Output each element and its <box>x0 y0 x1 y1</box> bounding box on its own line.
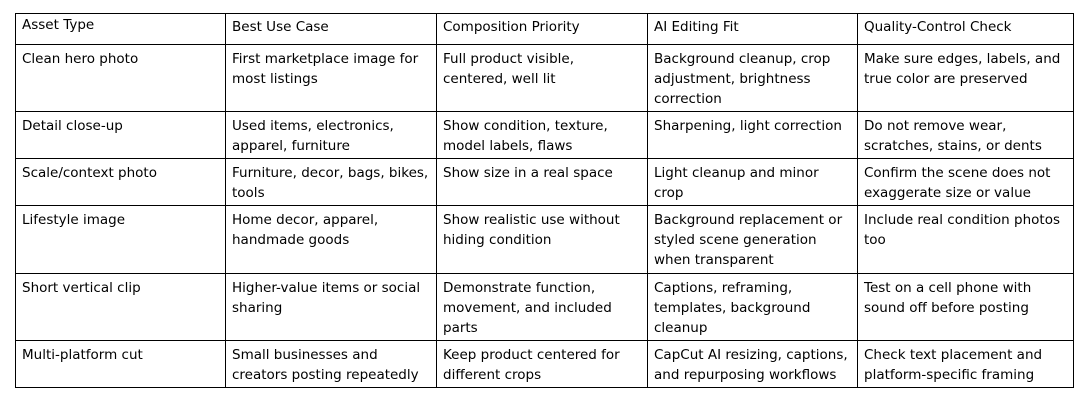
cell-ai-editing-fit: Background cleanup, crop adjustment, bri… <box>647 44 858 112</box>
cell-asset-type: Multi-platform cut <box>15 340 226 388</box>
cell-best-use-case: Higher-value items or social sharing <box>225 273 437 341</box>
cell-quality-control-check: Test on a cell phone with sound off befo… <box>857 273 1074 341</box>
cell-quality-control-check: Confirm the scene does not exaggerate si… <box>857 158 1074 206</box>
cell-quality-control-check: Do not remove wear, scratches, stains, o… <box>857 111 1074 159</box>
table-row: Multi-platform cut Small businesses and … <box>15 340 1074 388</box>
cell-asset-type: Scale/context photo <box>15 158 226 206</box>
header-best-use-case: Best Use Case <box>225 13 437 45</box>
table-row: Lifestyle image Home decor, apparel, han… <box>15 205 1074 274</box>
header-composition-priority: Composition Priority <box>436 13 648 45</box>
cell-asset-type: Detail close-up <box>15 111 226 159</box>
table-row: Clean hero photo First marketplace image… <box>15 44 1074 112</box>
cell-quality-control-check: Make sure edges, labels, and true color … <box>857 44 1074 112</box>
cell-composition-priority: Full product visible, centered, well lit <box>436 44 648 112</box>
cell-asset-type: Lifestyle image <box>15 205 226 274</box>
header-quality-control-check: Quality-Control Check <box>857 13 1074 45</box>
cell-ai-editing-fit: CapCut AI resizing, captions, and repurp… <box>647 340 858 388</box>
cell-best-use-case: Used items, electronics, apparel, furnit… <box>225 111 437 159</box>
cell-ai-editing-fit: Light cleanup and minor crop <box>647 158 858 206</box>
cell-ai-editing-fit: Captions, reframing, templates, backgrou… <box>647 273 858 341</box>
table-row: Detail close-up Used items, electronics,… <box>15 111 1074 159</box>
asset-comparison-table: Asset Type Best Use Case Composition Pri… <box>15 13 1074 388</box>
cell-best-use-case: Small businesses and creators posting re… <box>225 340 437 388</box>
header-ai-editing-fit: AI Editing Fit <box>647 13 858 45</box>
cell-composition-priority: Keep product centered for different crop… <box>436 340 648 388</box>
cell-best-use-case: Furniture, decor, bags, bikes, tools <box>225 158 437 206</box>
table-header-row: Asset Type Best Use Case Composition Pri… <box>15 13 1074 45</box>
cell-quality-control-check: Check text placement and platform-specif… <box>857 340 1074 388</box>
cell-composition-priority: Show size in a real space <box>436 158 648 206</box>
header-asset-type: Asset Type <box>15 13 226 45</box>
table-row: Short vertical clip Higher-value items o… <box>15 273 1074 341</box>
table-row: Scale/context photo Furniture, decor, ba… <box>15 158 1074 206</box>
cell-ai-editing-fit: Sharpening, light correction <box>647 111 858 159</box>
cell-ai-editing-fit: Background replacement or styled scene g… <box>647 205 858 274</box>
cell-composition-priority: Demonstrate function, movement, and incl… <box>436 273 648 341</box>
cell-asset-type: Short vertical clip <box>15 273 226 341</box>
cell-best-use-case: First marketplace image for most listing… <box>225 44 437 112</box>
cell-best-use-case: Home decor, apparel, handmade goods <box>225 205 437 274</box>
cell-quality-control-check: Include real condition photos too <box>857 205 1074 274</box>
cell-composition-priority: Show condition, texture, model labels, f… <box>436 111 648 159</box>
cell-composition-priority: Show realistic use without hiding condit… <box>436 205 648 274</box>
cell-asset-type: Clean hero photo <box>15 44 226 112</box>
